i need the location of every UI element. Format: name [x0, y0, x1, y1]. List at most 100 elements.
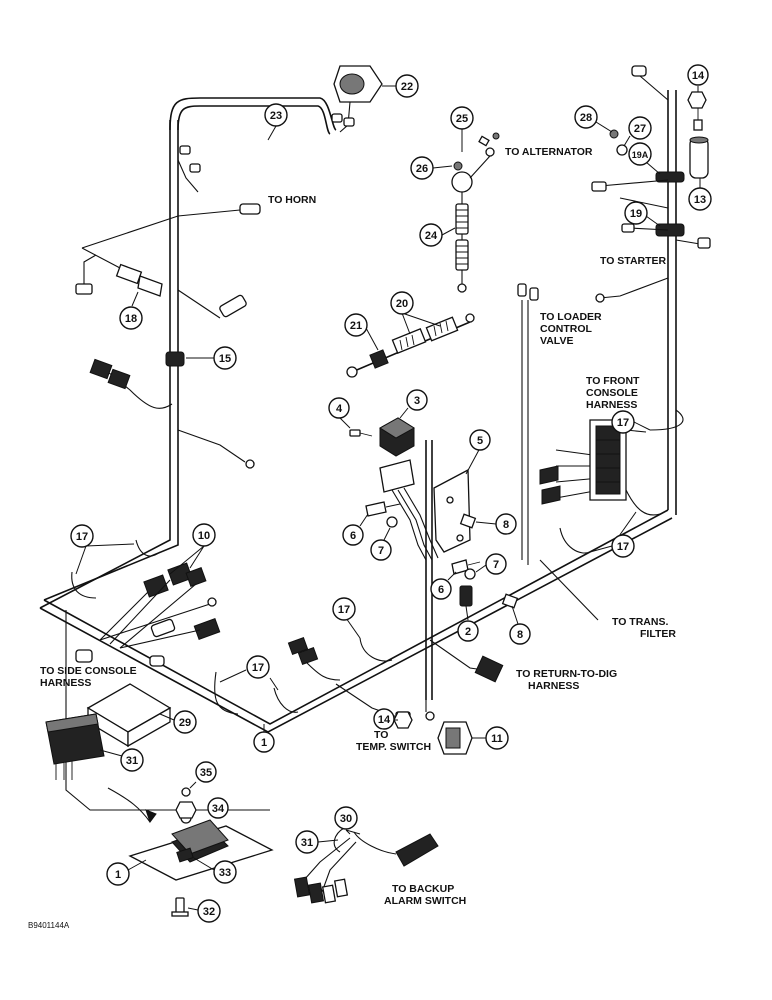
svg-text:11: 11: [491, 733, 503, 745]
svg-text:7: 7: [378, 545, 384, 557]
callout-31-left: 31: [99, 748, 144, 772]
callout-17-mid: 17: [332, 597, 361, 639]
callout-24: 24: [419, 223, 456, 247]
main-harness: [39, 90, 677, 811]
svg-text:8: 8: [517, 629, 523, 641]
svg-text:6: 6: [350, 530, 356, 542]
svg-text:32: 32: [203, 906, 215, 918]
label-backup-2: ALARM SWITCH: [384, 895, 466, 907]
label-return-2: HARNESS: [528, 680, 579, 692]
label-loader-3: VALVE: [540, 335, 573, 347]
callout-31-right: 31: [295, 830, 339, 854]
svg-text:17: 17: [76, 531, 88, 543]
label-side-1: TO SIDE CONSOLE: [40, 665, 137, 677]
figure-code: B9401144A: [28, 921, 70, 930]
svg-text:14: 14: [378, 714, 391, 726]
svg-text:14: 14: [692, 70, 705, 82]
callout-17-lower: 17: [219, 655, 279, 691]
callout-7b: 7: [475, 553, 507, 575]
svg-text:29: 29: [179, 717, 191, 729]
label-front-1: TO FRONT: [586, 375, 640, 387]
right-top-group: [517, 65, 711, 303]
svg-text:6: 6: [438, 584, 444, 596]
labels: TO HORN TO ALTERNATOR TO STARTER TO LOAD…: [28, 146, 676, 930]
svg-text:33: 33: [219, 867, 231, 879]
callout-29: 29: [159, 710, 197, 734]
relay-bracket-group: [349, 417, 519, 609]
callouts: 23 22 18 15 25 26 24: [70, 64, 712, 923]
label-backup-1: TO BACKUP: [392, 883, 454, 895]
svg-text:2: 2: [465, 626, 471, 638]
cable-20-21: [346, 313, 475, 378]
callout-6a: 6: [342, 513, 369, 546]
callout-8a: 8: [475, 513, 517, 535]
alternator-branch: [451, 132, 500, 293]
svg-text:27: 27: [634, 123, 646, 135]
label-to-horn: TO HORN: [268, 194, 316, 206]
svg-text:35: 35: [200, 767, 212, 779]
callout-11: 11: [472, 726, 509, 750]
label-loader-1: TO LOADER: [540, 311, 602, 323]
svg-text:21: 21: [350, 320, 362, 332]
label-return-1: TO RETURN-TO-DIG: [516, 668, 617, 680]
svg-text:19A: 19A: [632, 150, 649, 160]
label-front-2: CONSOLE: [586, 387, 638, 399]
callout-18: 18: [119, 291, 143, 330]
svg-text:5: 5: [477, 435, 483, 447]
callout-20: 20: [390, 291, 441, 335]
backup-alarm-connector: [293, 827, 439, 904]
callout-1-mid: 1: [253, 724, 275, 753]
callout-19: 19: [624, 201, 661, 227]
horn-branch: [75, 65, 383, 469]
svg-text:8: 8: [503, 519, 509, 531]
svg-text:17: 17: [617, 541, 629, 553]
callout-25: 25: [450, 106, 474, 152]
callout-23: 23: [264, 103, 288, 141]
svg-text:20: 20: [396, 298, 408, 310]
label-temp-2: TEMP. SWITCH: [356, 741, 431, 753]
callout-19a: 19A: [628, 142, 661, 175]
label-to-starter: TO STARTER: [600, 255, 667, 267]
svg-text:23: 23: [270, 110, 282, 122]
callout-6b: 6: [430, 571, 457, 600]
callout-27: 27: [623, 116, 652, 147]
svg-text:15: 15: [219, 353, 231, 365]
label-side-2: HARNESS: [40, 677, 91, 689]
callout-21: 21: [344, 313, 379, 351]
callout-17-left: 17: [70, 524, 135, 575]
svg-text:30: 30: [340, 813, 352, 825]
svg-text:18: 18: [125, 313, 137, 325]
label-trans-1: TO TRANS.: [612, 616, 668, 628]
svg-text:13: 13: [694, 194, 706, 206]
callout-26: 26: [410, 156, 453, 180]
svg-text:1: 1: [261, 737, 267, 749]
svg-text:26: 26: [416, 163, 428, 175]
callout-28: 28: [574, 105, 613, 133]
label-to-alternator: TO ALTERNATOR: [505, 146, 593, 158]
callout-34: 34: [196, 797, 229, 819]
front-console-connector: [539, 409, 684, 505]
lower-left-bracket-group: [45, 683, 274, 917]
label-trans-2: FILTER: [640, 628, 676, 640]
callout-1-low: 1: [106, 859, 147, 886]
callout-35: 35: [189, 761, 217, 789]
svg-text:19: 19: [630, 208, 642, 220]
svg-text:31: 31: [126, 755, 138, 767]
svg-text:25: 25: [456, 113, 468, 125]
callout-7a: 7: [370, 527, 392, 561]
callout-8b: 8: [509, 605, 531, 645]
svg-text:17: 17: [252, 662, 264, 674]
label-front-3: HARNESS: [586, 399, 637, 411]
callout-17-front: 17: [611, 410, 651, 434]
callout-3: 3: [399, 389, 428, 419]
svg-text:24: 24: [425, 230, 438, 242]
callout-32: 32: [187, 899, 221, 923]
svg-text:17: 17: [617, 417, 629, 429]
svg-text:34: 34: [212, 803, 225, 815]
svg-text:3: 3: [414, 395, 420, 407]
svg-text:22: 22: [401, 81, 413, 93]
svg-text:10: 10: [198, 530, 210, 542]
callout-33: 33: [193, 857, 237, 884]
